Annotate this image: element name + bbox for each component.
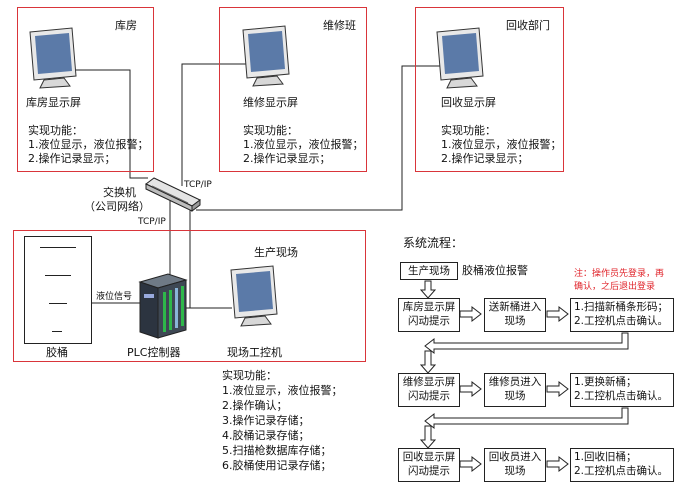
flow-row3-display-line1: 回收显示屏 [402, 451, 456, 463]
flow-row2-display: 维修显示屏 闪动提示 [398, 373, 460, 407]
repair-function-2: 2.操作记录显示； [243, 152, 331, 165]
flow-row2-steps: 1.更换新桶； 2.工控机点击确认。 [570, 373, 674, 407]
block-arrow-icon [459, 380, 482, 398]
flow-row1-action-line1: 送新桶进入 [488, 301, 542, 313]
warehouse-function-1: 1.液位显示，液位报警； [28, 138, 149, 151]
flow-row1-display-line1: 库房显示屏 [402, 301, 456, 313]
flow-row3-steps: 1.回收旧桶； 2.工控机点击确认。 [570, 448, 674, 482]
flow-row3-action: 回收员进入 现场 [484, 448, 546, 482]
flow-row3-action-line1: 回收员进入 [488, 451, 542, 463]
warehouse-function-2: 2.操作记录显示； [28, 152, 116, 165]
block-arrow-icon [546, 455, 569, 473]
block-arrow-icon [424, 407, 629, 430]
monitor-icon [436, 27, 484, 89]
block-arrow-icon [419, 280, 437, 299]
level-mark-4 [52, 331, 62, 332]
line-repair-switch [181, 63, 251, 186]
zone-production [13, 230, 366, 362]
flow-note-line-1: 注：操作员先登录，再 [574, 269, 665, 279]
flow-row2-action-line2: 现场 [504, 390, 526, 402]
block-arrow-icon [459, 305, 482, 323]
switch-label: 交换机 [103, 186, 136, 199]
block-arrow-icon [546, 305, 569, 323]
level-mark-1 [40, 247, 76, 248]
barrel-icon [24, 236, 92, 344]
level-mark-3 [49, 303, 67, 304]
monitor-icon [29, 27, 77, 89]
flow-row3-step1: 1.回收旧桶； [574, 451, 637, 463]
zone-repair [219, 7, 367, 172]
flow-row3-action-line2: 现场 [504, 465, 526, 477]
switch-sublabel: （公司网络） [84, 200, 150, 213]
recycle-display-label: 回收显示屏 [441, 96, 496, 109]
flow-row1-display-line2: 闪动提示 [408, 315, 450, 327]
site-function-3: 3.操作记录存储； [222, 414, 310, 427]
flow-row1-step1: 1.扫描新桶条形码； [574, 301, 669, 313]
site-function-6: 6.胶桶使用记录存储； [222, 459, 332, 472]
flow-row1-display: 库房显示屏 闪动提示 [398, 298, 460, 332]
recycle-function-2: 2.操作记录显示； [441, 152, 529, 165]
flow-title: 系统流程： [403, 236, 464, 250]
flow-row3-display: 回收显示屏 闪动提示 [398, 448, 460, 482]
flow-row2-display-line2: 闪动提示 [408, 390, 450, 402]
repair-display-label: 维修显示屏 [243, 96, 298, 109]
zone-warehouse-title: 库房 [115, 19, 137, 32]
block-arrow-icon [419, 350, 437, 374]
site-functions-title: 实现功能： [222, 369, 277, 382]
flow-row1-step2: 2.工控机点击确认。 [574, 315, 669, 327]
repair-function-1: 1.液位显示，液位报警； [243, 138, 364, 151]
tcp-ip-label-top: TCP/IP [184, 180, 212, 190]
recycle-functions-title: 实现功能： [441, 124, 496, 137]
zone-warehouse [17, 7, 154, 172]
flow-row3-step2: 2.工控机点击确认。 [574, 465, 669, 477]
line-warehouse-switch [76, 69, 148, 179]
block-arrow-icon [419, 425, 437, 449]
flow-start-label: 胶桶液位报警 [462, 264, 528, 277]
site-function-2: 2.操作确认； [222, 399, 288, 412]
zone-production-title: 生产现场 [254, 246, 298, 259]
flow-row2-step1: 1.更换新桶； [574, 376, 637, 388]
repair-functions-title: 实现功能： [243, 124, 298, 137]
recycle-function-1: 1.液位显示，液位报警； [441, 138, 562, 151]
line-recycle-switch [196, 65, 445, 211]
ipc-label: 现场工控机 [227, 346, 282, 359]
zone-recycle [415, 7, 564, 172]
block-arrow-icon [546, 380, 569, 398]
flow-row2-step2: 2.工控机点击确认。 [574, 390, 669, 402]
site-function-4: 4.胶桶记录存储； [222, 429, 310, 442]
flow-row1-steps: 1.扫描新桶条形码； 2.工控机点击确认。 [570, 298, 674, 332]
flow-row2-display-line1: 维修显示屏 [402, 376, 456, 388]
block-arrow-icon [459, 455, 482, 473]
barrel-label: 胶桶 [46, 346, 68, 359]
flow-row1-action: 送新桶进入 现场 [484, 298, 546, 332]
flow-note-line-2: 确认，之后退出登录 [574, 282, 656, 292]
warehouse-display-label: 库房显示屏 [26, 96, 81, 109]
plc-controller-icon [138, 273, 188, 339]
flow-start-box: 生产现场 [400, 262, 458, 280]
network-switch-icon [145, 177, 201, 212]
flow-row1-action-line2: 现场 [504, 315, 526, 327]
flow-row3-display-line2: 闪动提示 [408, 465, 450, 477]
site-function-5: 5.扫描枪数据库存储； [222, 444, 332, 457]
zone-recycle-title: 回收部门 [506, 19, 550, 32]
warehouse-functions-title: 实现功能： [28, 124, 83, 137]
monitor-icon [230, 265, 278, 327]
block-arrow-icon [424, 332, 629, 355]
site-function-1: 1.液位显示，液位报警； [222, 384, 343, 397]
zone-repair-title: 维修班 [323, 19, 356, 32]
flow-row2-action: 维修员进入 现场 [484, 373, 546, 407]
flow-row2-action-line1: 维修员进入 [488, 376, 542, 388]
level-mark-2 [45, 275, 71, 276]
signal-label: 液位信号 [96, 292, 133, 302]
tcp-ip-label-bottom: TCP/IP [138, 217, 166, 227]
plc-label: PLC控制器 [127, 346, 181, 359]
monitor-icon [242, 25, 290, 87]
